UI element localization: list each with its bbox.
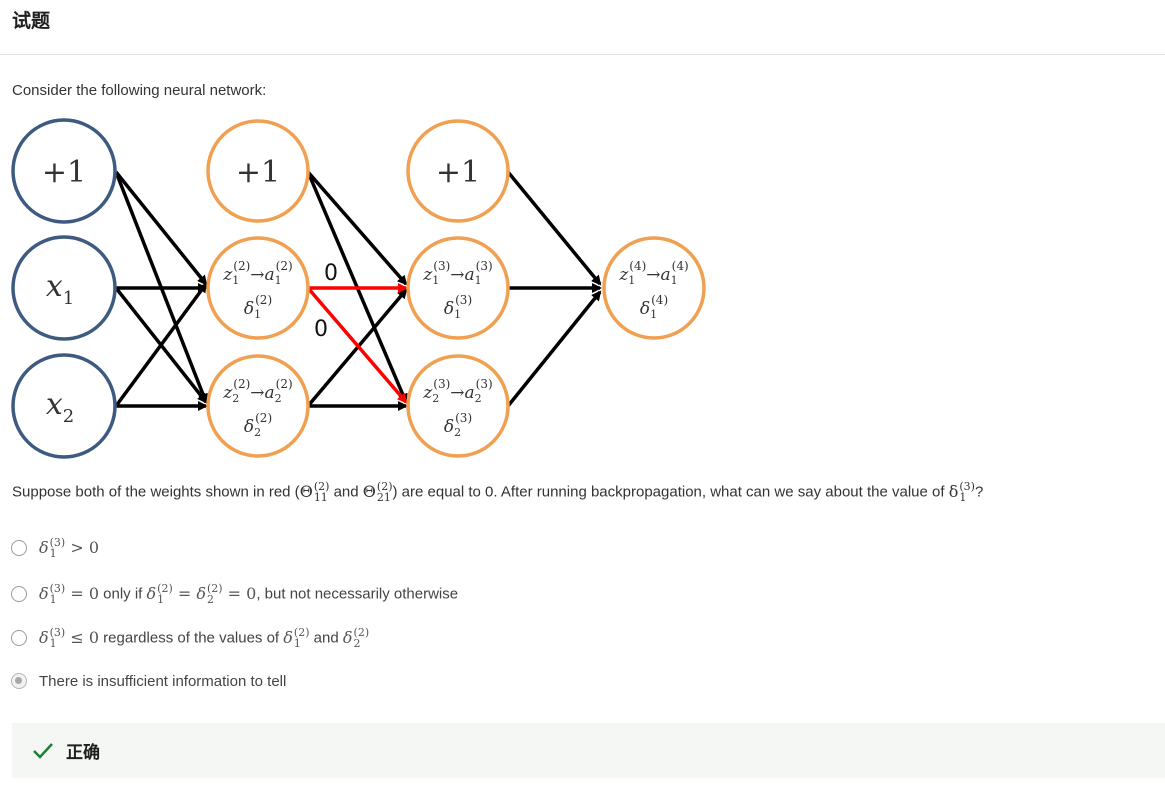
bias-node-layer3 xyxy=(406,119,510,223)
radio-option-1[interactable] xyxy=(11,540,27,556)
option-3[interactable]: δ(3)1 ≤ 0 regardless of the values of δ(… xyxy=(11,623,911,653)
theta-11: Θ(2)11 xyxy=(299,480,330,504)
hidden-layer-2: +1 z1(2)→a1(2) δ1(2) z2(2)→a2(2) δ2(2) xyxy=(206,119,310,458)
node-a1-2-delta: δ1(2) xyxy=(244,293,272,321)
node-a2-3-formula: z2(3)→a2(3) xyxy=(422,377,492,405)
option-4[interactable]: There is insufficient information to tel… xyxy=(11,666,911,696)
red-edges xyxy=(306,283,408,404)
input-node-x2 xyxy=(11,353,117,459)
edge-h22-h31 xyxy=(306,288,408,408)
output-layer: z1(4)→a1(4) δ1(4) xyxy=(602,236,706,340)
edge-x2-h21 xyxy=(114,282,208,408)
input-node-x1 xyxy=(11,235,117,341)
bias-label-layer3: +1 xyxy=(436,155,480,190)
output-node xyxy=(602,236,706,340)
edge-h21-h32-red xyxy=(306,286,408,404)
output-node-delta: δ1(4) xyxy=(640,293,668,321)
bias-label-input: +1 xyxy=(42,155,86,190)
option-1-label: δ(3)1 > 0 xyxy=(39,536,99,560)
bias-node-layer2 xyxy=(206,119,310,223)
node-a1-3-delta: δ1(3) xyxy=(444,293,472,321)
edges-layer3 xyxy=(506,170,602,408)
edge-bias3-out xyxy=(506,170,602,286)
red-weight-label-1: 0 xyxy=(324,261,338,286)
node-a2-2-formula: z2(2)→a2(2) xyxy=(222,377,292,405)
red-weight-label-2: 0 xyxy=(314,317,328,342)
question-text: Suppose both of the weights shown in red… xyxy=(12,480,984,504)
theta-21: Θ(2)21 xyxy=(362,480,393,504)
input-label-x1: x1 xyxy=(46,269,74,309)
delta-1-3: δ(3)1 xyxy=(948,480,975,504)
option-2[interactable]: δ(3)1 = 0 only if δ(2)1 = δ(2)2 = 0, but… xyxy=(11,579,911,609)
page-title: 试题 xyxy=(12,10,51,32)
node-a2-3-delta: δ2(3) xyxy=(444,411,472,439)
option-4-label: There is insufficient information to tel… xyxy=(39,672,287,690)
bias-label-layer2: +1 xyxy=(236,155,280,190)
edge-bias2-h31 xyxy=(306,170,408,286)
header-divider xyxy=(0,54,1165,55)
edges-layer1 xyxy=(114,170,208,411)
edge-h32-out xyxy=(506,290,602,408)
option-3-label: δ(3)1 ≤ 0 regardless of the values of δ(… xyxy=(39,626,370,650)
node-a1-2 xyxy=(206,236,310,340)
radio-option-4[interactable] xyxy=(11,673,27,689)
bias-node-input xyxy=(11,118,117,224)
input-layer: +1 x1 x2 xyxy=(11,118,117,459)
question-intro: Consider the following neural network: xyxy=(12,82,267,99)
node-a1-3-formula: z1(3)→a1(3) xyxy=(422,259,492,287)
option-2-label: δ(3)1 = 0 only if δ(2)1 = δ(2)2 = 0, but… xyxy=(39,582,459,606)
node-a1-3 xyxy=(406,236,510,340)
output-node-formula: z1(4)→a1(4) xyxy=(618,259,688,287)
node-a2-3 xyxy=(406,354,510,458)
edge-bias1-h21 xyxy=(114,170,208,286)
option-1[interactable]: δ(3)1 > 0 xyxy=(11,533,911,563)
radio-option-3[interactable] xyxy=(11,630,27,646)
node-a2-2 xyxy=(206,354,310,458)
hidden-layer-3: +1 z1(3)→a1(3) δ1(3) z2(3)→a2(3) δ2(3) xyxy=(406,119,510,458)
radio-option-2[interactable] xyxy=(11,586,27,602)
node-a1-2-formula: z1(2)→a1(2) xyxy=(222,259,292,287)
neural-network-diagram: 0 0 +1 x1 x2 +1 z1(2)→a1(2) δ1(2) z2(2)→… xyxy=(11,118,706,459)
input-label-x2: x2 xyxy=(46,387,74,427)
node-a2-2-delta: δ2(2) xyxy=(244,411,272,439)
feedback-label: 正确 xyxy=(66,743,100,763)
check-icon xyxy=(33,742,53,759)
feedback-correct: 正确 xyxy=(12,723,1165,778)
